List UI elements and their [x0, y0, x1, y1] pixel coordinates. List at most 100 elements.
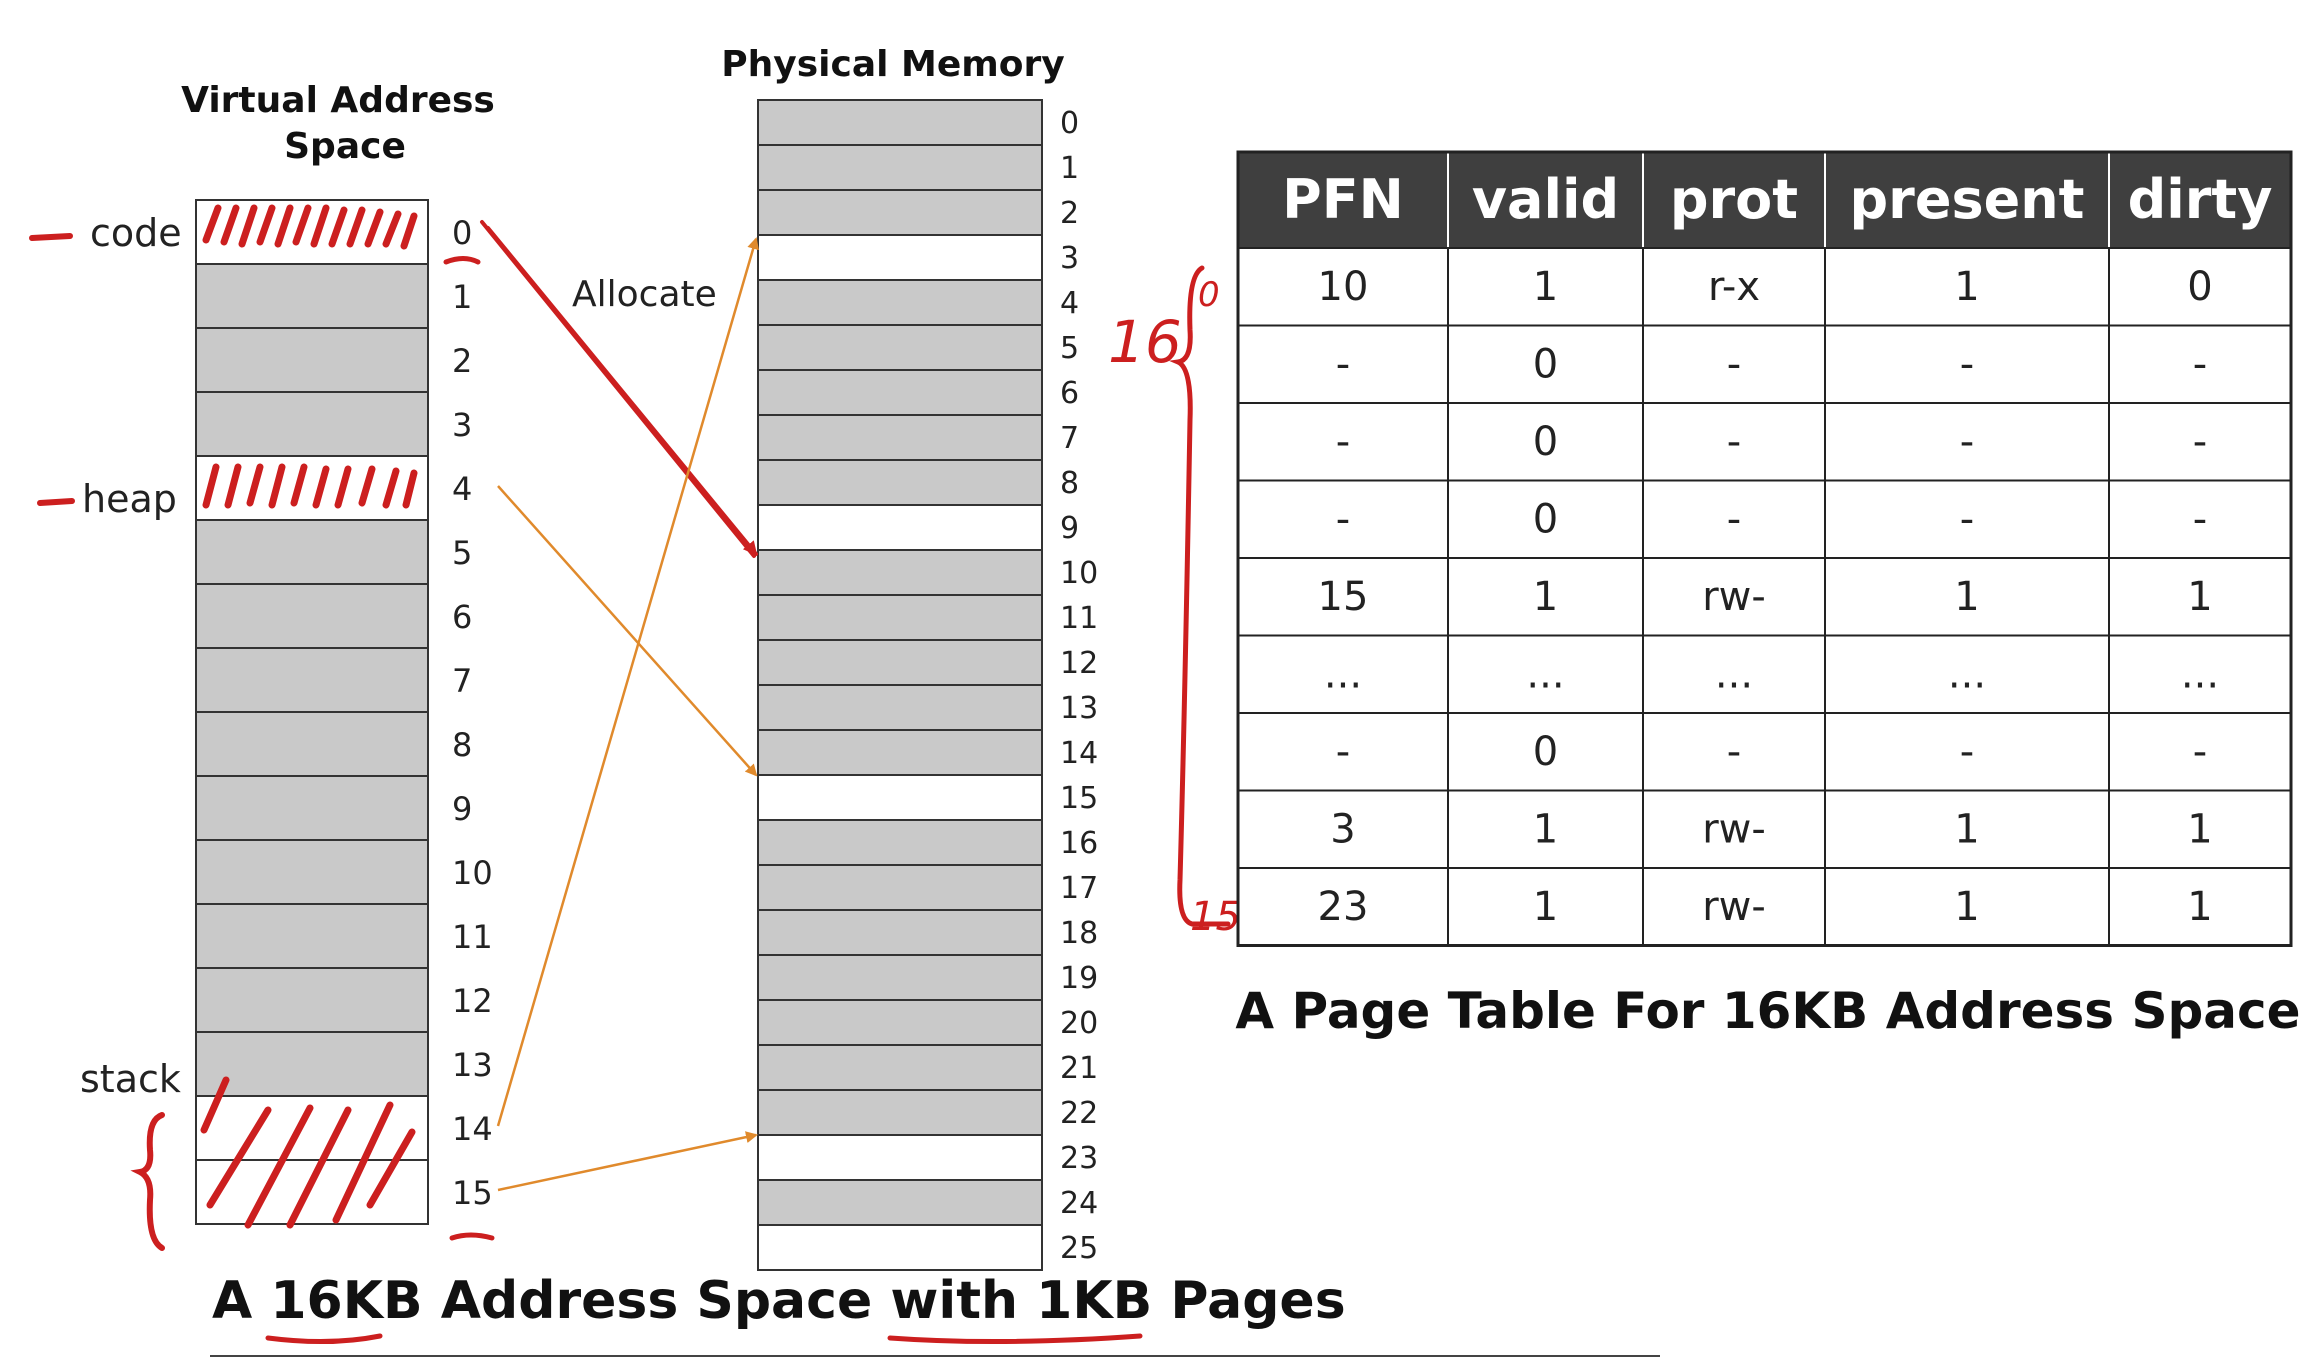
virtual-page-cell: [195, 327, 429, 393]
table-bracket: [1168, 265, 1231, 927]
virtual-page-number: 0: [452, 214, 472, 252]
table-row: [1237, 324, 2292, 404]
handwritten-annotations: 1 6 0 15: [29, 204, 1241, 1251]
table-header-PFN: PFN: [1282, 168, 1404, 231]
page0-underline: [443, 256, 481, 265]
table-row: [1237, 867, 2292, 947]
table-cell: -: [2193, 497, 2207, 543]
physical-frame-numbers: 0123456789101112131415161718192021222324…: [1060, 106, 1098, 1266]
page15-underline: [449, 1232, 495, 1241]
physical-frame-number: 18: [1060, 916, 1098, 951]
table-row: [1237, 789, 2292, 869]
virtual-page-number: 12: [452, 982, 493, 1020]
physical-frame-cell: [757, 279, 1043, 326]
code-scribble: [202, 204, 418, 250]
table-cell: -: [1960, 497, 1974, 543]
physical-frame-number: 21: [1060, 1051, 1098, 1086]
physical-frame-cell: [757, 549, 1043, 596]
physical-frame-cell: [757, 909, 1043, 956]
region-label-heap: heap: [82, 477, 177, 521]
table-cell: 1: [1533, 884, 1558, 930]
physical-frame-number: 3: [1060, 241, 1079, 276]
table-cell: -: [1727, 497, 1741, 543]
virtual-page-cell: [195, 967, 429, 1033]
table-cell: -: [1960, 729, 1974, 775]
table-cell: r-x: [1708, 264, 1760, 310]
physical-frame-cell: [757, 819, 1043, 866]
physical-frame-cell: [757, 864, 1043, 911]
mapping-arrow-page-14: [496, 237, 759, 1127]
virtual-page-cell: [195, 839, 429, 905]
table-cell: 1: [2187, 807, 2212, 853]
physical-frame-number: 23: [1060, 1141, 1098, 1176]
stack-brace: [130, 1112, 165, 1251]
table-cell: 1: [1954, 574, 1979, 620]
table-cell: -: [1336, 729, 1350, 775]
table-cell: 3: [1330, 807, 1355, 853]
table-cell: -: [2193, 729, 2207, 775]
physical-frame-cell: [757, 1224, 1043, 1271]
physical-frame-number: 25: [1060, 1231, 1098, 1266]
table-row: [1237, 247, 2292, 327]
table-cell: 0: [1533, 729, 1558, 775]
table-cell: -: [2193, 342, 2207, 388]
virtual-space-title: Virtual Address: [181, 80, 495, 121]
virtual-page-cell: [195, 391, 429, 457]
physical-frame-number: 10: [1060, 556, 1098, 591]
physical-frame-number: 8: [1060, 466, 1079, 501]
caption-underline-1kb: [887, 1333, 1143, 1345]
stack-scribble: [200, 1076, 416, 1229]
mapping-arrow-page-4: [497, 485, 758, 777]
physical-frame-cell: [757, 144, 1043, 191]
physical-frame-number: 2: [1060, 196, 1079, 231]
region-label-stack: stack: [80, 1057, 181, 1101]
table-cell: 1: [2187, 574, 2212, 620]
physical-frame-cell: [757, 414, 1043, 461]
caption-space-size: 16KB: [270, 1271, 422, 1331]
table-cell: -: [1960, 419, 1974, 465]
page-table-caption: A Page Table For 16KB Address Space: [1235, 982, 2300, 1040]
bracket-last-index: 15: [1190, 894, 1241, 940]
physical-frame-number: 4: [1060, 286, 1079, 321]
table-border: [1236, 150, 2293, 947]
physical-frame-cell: [757, 594, 1043, 641]
table-cell: 0: [2187, 264, 2212, 310]
virtual-page-cell: [195, 775, 429, 841]
physical-frame-number: 6: [1060, 376, 1079, 411]
table-row: [1237, 479, 2292, 559]
table-header-dirty: dirty: [2128, 168, 2273, 231]
physical-frame-number: 22: [1060, 1096, 1098, 1131]
physical-frame-cell: [757, 774, 1043, 821]
table-cell: 1: [1954, 884, 1979, 930]
table-cell: ...: [1324, 652, 1362, 698]
physical-frame-cell: [757, 684, 1043, 731]
virtual-page-number: 11: [452, 918, 493, 956]
table-cell: 0: [1533, 497, 1558, 543]
table-cell: 1: [1533, 807, 1558, 853]
virtual-page-cell: [195, 647, 429, 713]
virtual-page-number: 10: [452, 854, 493, 892]
virtual-page-number: 3: [452, 406, 472, 444]
physical-frame-cell: [757, 189, 1043, 236]
table-cell: rw-: [1702, 807, 1766, 853]
table-cell: 0: [1533, 342, 1558, 388]
physical-frame-cell: [757, 99, 1043, 146]
virtual-page-cell: [195, 583, 429, 649]
bracket-first-index: 0: [1198, 275, 1220, 315]
table-cell: rw-: [1702, 884, 1766, 930]
table-cell: 1: [1533, 264, 1558, 310]
virtual-page-number: 1: [452, 278, 472, 316]
caption-underline-16kb: [265, 1333, 383, 1345]
virtual-page-cell: [195, 519, 429, 585]
physical-frame-cell: [757, 1089, 1043, 1136]
table-cell: -: [1336, 419, 1350, 465]
table-cell: rw-: [1702, 574, 1766, 620]
physical-frame-cell: [757, 1179, 1043, 1226]
table-cell: ...: [1526, 652, 1564, 698]
physical-frame-number: 5: [1060, 331, 1079, 366]
virtual-page-number: 4: [452, 470, 472, 508]
